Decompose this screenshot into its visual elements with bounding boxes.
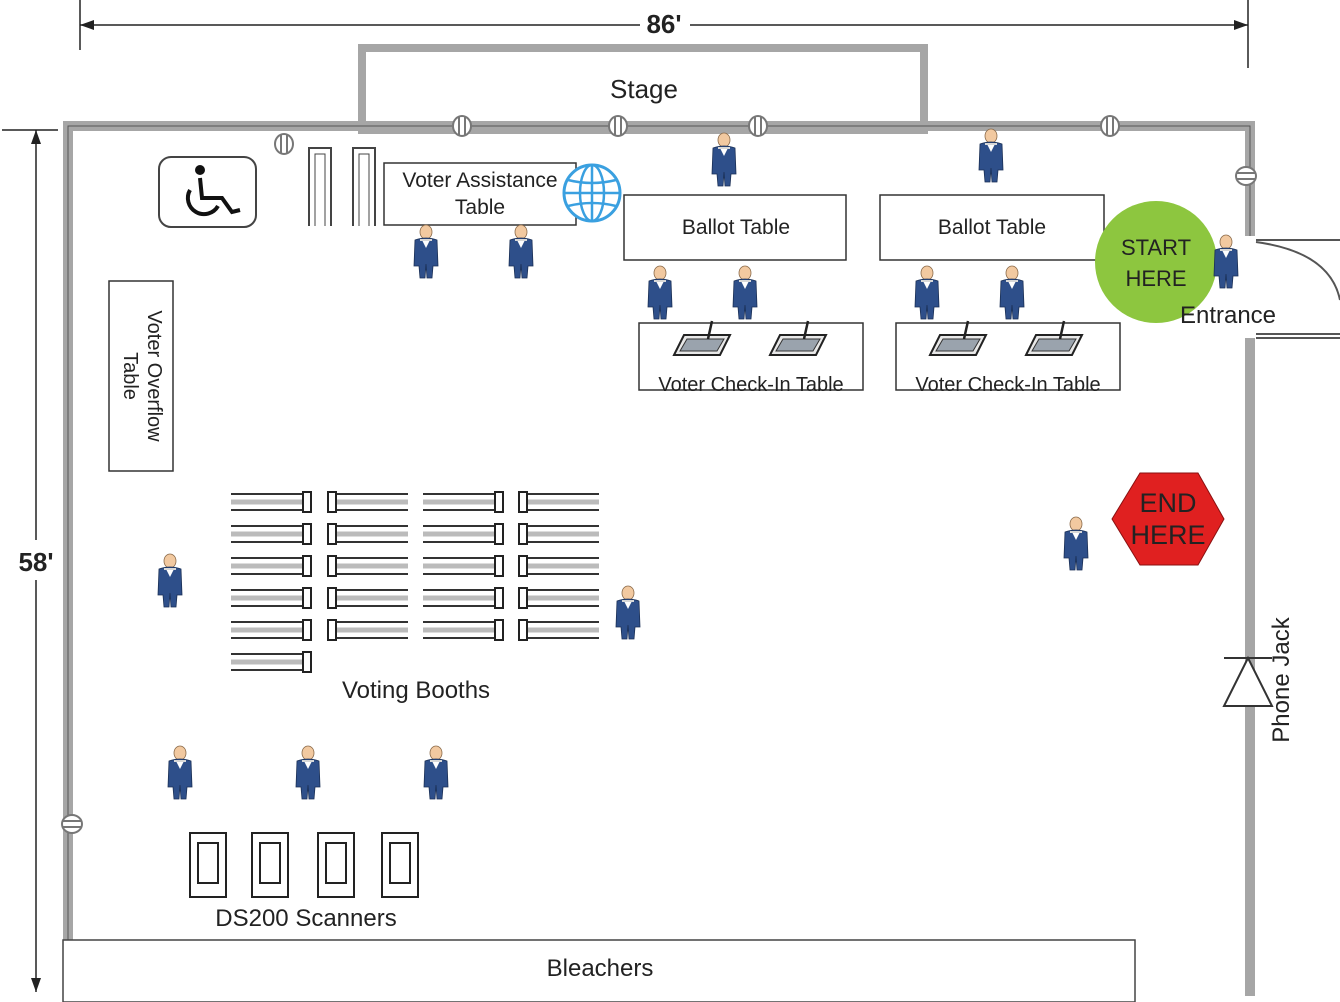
person-icon	[167, 745, 193, 800]
outlet-icon	[61, 814, 83, 834]
wheelchair-icon	[158, 156, 257, 228]
end-sign-text-2: HERE	[1130, 520, 1205, 550]
phone-jack-label: Phone Jack	[1268, 616, 1295, 742]
bleachers: Bleachers	[62, 939, 1136, 1002]
entrance-label: Entrance	[1180, 302, 1276, 329]
ballot-table-1: Ballot Table	[623, 194, 847, 261]
voter-assistance-label: Voter Assistance	[402, 169, 557, 192]
ballot-table-2: Ballot Table	[879, 194, 1105, 261]
checkin-table-2: Voter Check-In Table	[895, 319, 1121, 396]
start-sign-text-1: START	[1121, 235, 1191, 260]
width-dimension: 86'	[79, 0, 1249, 68]
checkin-table-1-label: Voter Check-In Table	[658, 374, 843, 396]
voter-assistance-table: Voter Assistance Table	[383, 162, 577, 226]
person-icon	[647, 265, 673, 320]
ds200-scanners: DS200 Scanners	[189, 832, 419, 932]
stage-label: Stage	[610, 74, 678, 104]
entry-gates	[308, 147, 376, 226]
person-icon	[423, 745, 449, 800]
outlet-icon	[1235, 166, 1257, 186]
bleachers-label: Bleachers	[547, 955, 654, 982]
stage: Stage	[358, 44, 928, 134]
person-icon	[978, 128, 1004, 183]
ds200-scanners-label: DS200 Scanners	[215, 905, 396, 932]
voter-assistance-label-2: Table	[455, 196, 505, 219]
entrance-door	[1255, 239, 1340, 339]
person-icon	[413, 224, 439, 279]
phone-jack-icon: Phone Jack	[1222, 616, 1295, 743]
voter-overflow-label-2: Table	[119, 352, 141, 400]
person-icon	[1213, 234, 1239, 289]
checkin-table-2-label: Voter Check-In Table	[915, 374, 1100, 396]
globe-icon	[562, 163, 622, 223]
person-icon	[615, 585, 641, 640]
person-icon	[295, 745, 321, 800]
person-icon	[914, 265, 940, 320]
outlet-icon	[452, 115, 472, 137]
person-icon	[732, 265, 758, 320]
outlet-icon	[274, 133, 294, 155]
width-label: 86'	[646, 9, 681, 39]
person-icon	[1063, 516, 1089, 571]
person-icon	[999, 265, 1025, 320]
person-icon	[711, 132, 737, 187]
ballot-table-2-label: Ballot Table	[938, 216, 1046, 239]
checkin-table-1: Voter Check-In Table	[638, 319, 864, 396]
start-here-sign: START HERE	[1095, 201, 1217, 323]
outlet-icon	[1100, 115, 1120, 137]
outlet-icon	[608, 115, 628, 137]
height-dimension: 58'	[2, 129, 58, 992]
voter-overflow-table: Voter Overflow Table	[108, 280, 174, 472]
voting-booths-label: Voting Booths	[342, 677, 490, 704]
end-here-sign: END HERE	[1111, 472, 1225, 566]
voting-booths: Voting Booths	[231, 492, 599, 704]
ballot-table-1-label: Ballot Table	[682, 216, 790, 239]
height-label: 58'	[18, 547, 53, 577]
end-sign-text-1: END	[1139, 488, 1196, 518]
start-sign-text-2: HERE	[1125, 266, 1186, 291]
voter-overflow-label: Voter Overflow	[143, 310, 165, 442]
person-icon	[157, 553, 183, 608]
outlet-icon	[748, 115, 768, 137]
person-icon	[508, 224, 534, 279]
